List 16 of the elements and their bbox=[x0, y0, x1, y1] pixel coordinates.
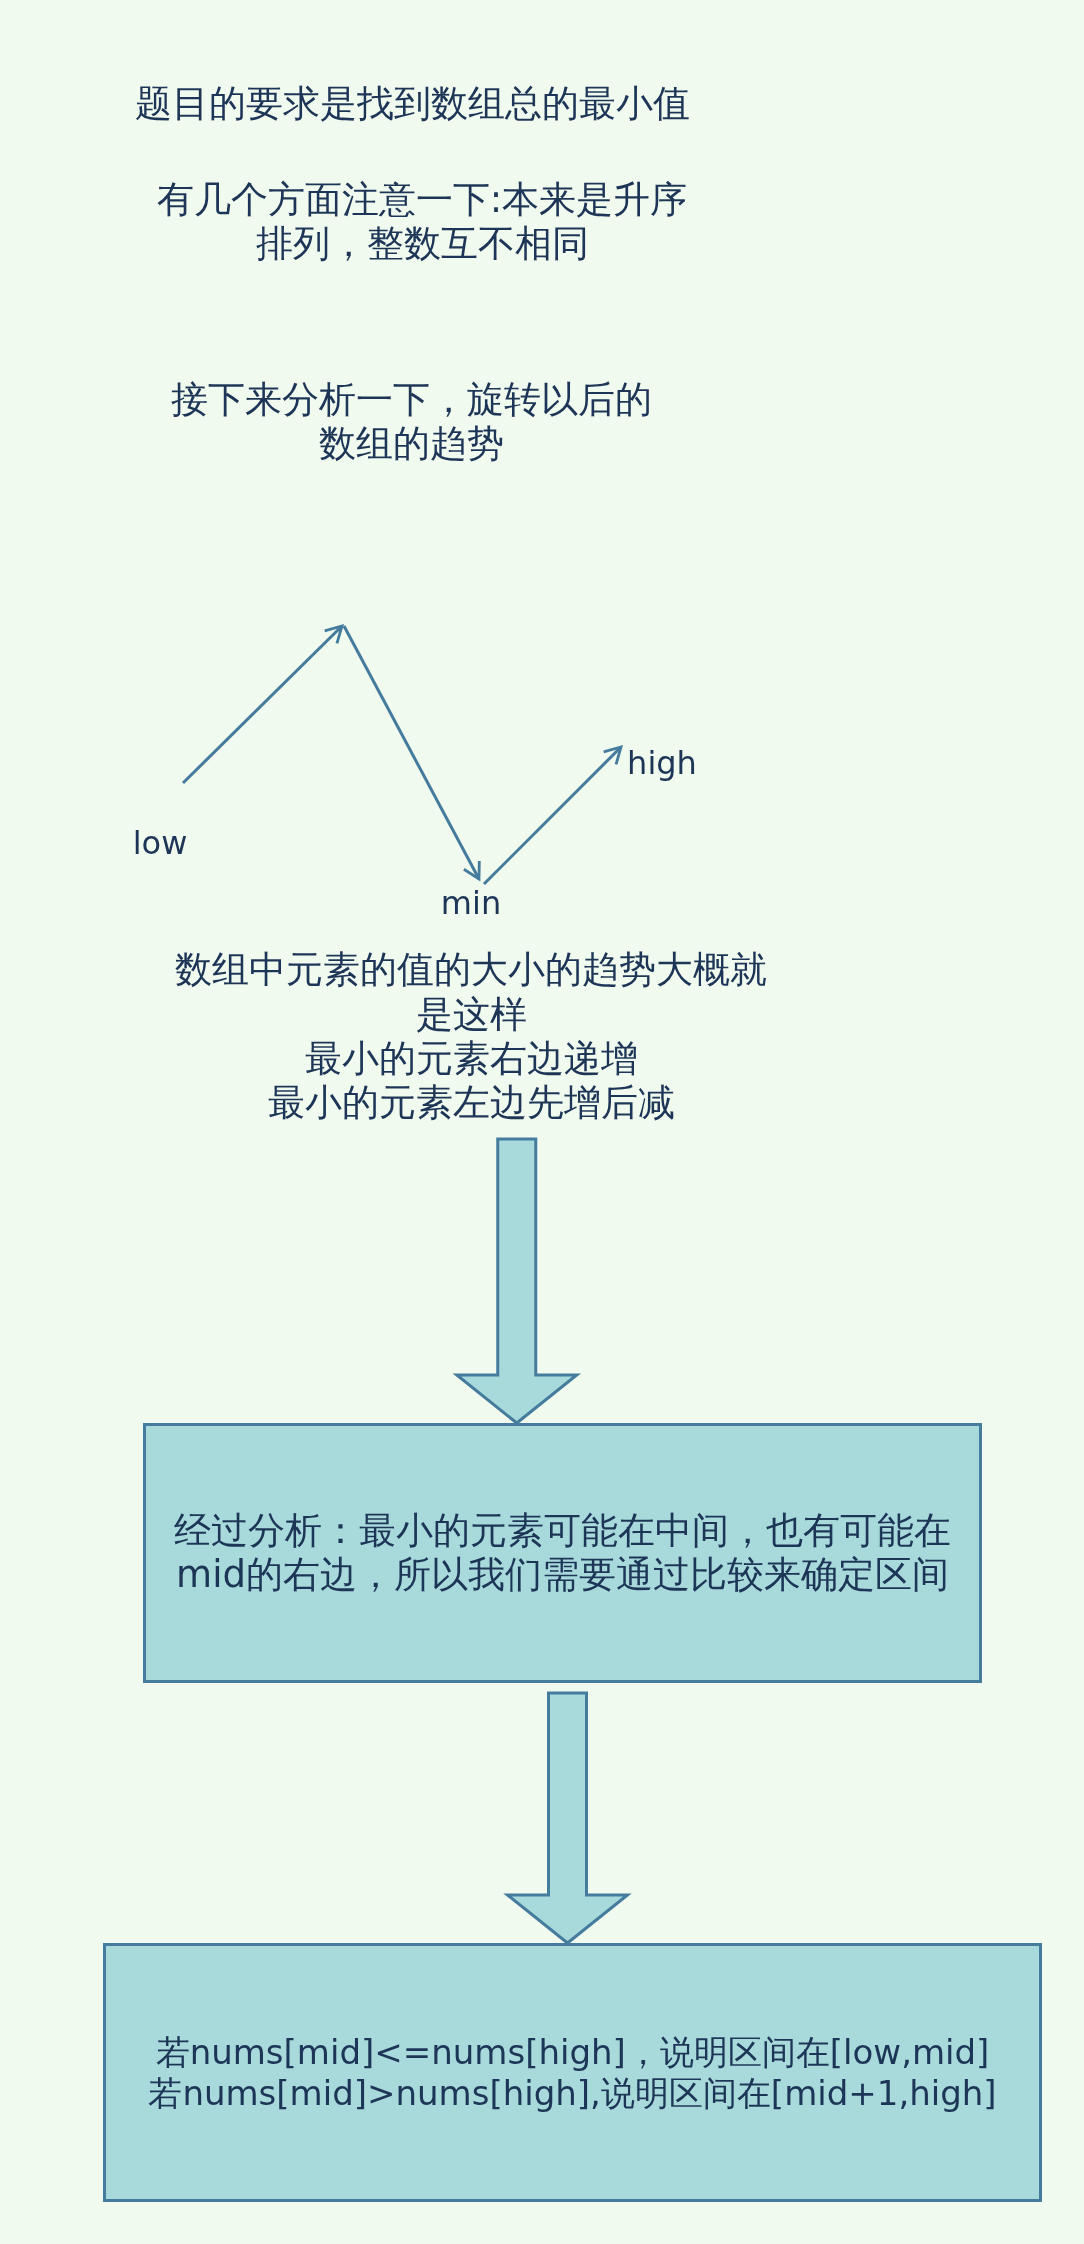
block-arrow bbox=[452, 1137, 582, 1425]
node-text: 若nums[mid]<=nums[high]，说明区间在[low,mid] bbox=[155, 2031, 990, 2073]
block-arrow bbox=[503, 1691, 632, 1945]
process-box bbox=[143, 1423, 982, 1683]
node-text: 最小的元素右边递增 bbox=[304, 1037, 638, 1082]
note-text: 有几个方面注意一下:本来是升序排列，整数互不相同 bbox=[155, 178, 689, 267]
point-label: low bbox=[131, 824, 189, 863]
node-text: 最小的元素左边先增后减 bbox=[267, 1081, 675, 1126]
note-text: 题目的要求是找到数组总的最小值 bbox=[133, 82, 691, 127]
point-label: high bbox=[626, 744, 698, 783]
note-text: 接下来分析一下，旋转以后的数组的趋势 bbox=[169, 378, 653, 467]
node-text: 数组中元素的值的大小的趋势大概就是这样 bbox=[174, 948, 768, 1037]
node-text: 经过分析：最小的元素可能在中间，也有可能在mid的右边，所以我们需要通过比较来确定区间 bbox=[173, 1508, 952, 1598]
node-text: 若nums[mid]>nums[high],说明区间在[mid+1,high] bbox=[148, 2072, 997, 2114]
process-box bbox=[103, 1943, 1042, 2202]
point-label: min bbox=[439, 884, 503, 923]
